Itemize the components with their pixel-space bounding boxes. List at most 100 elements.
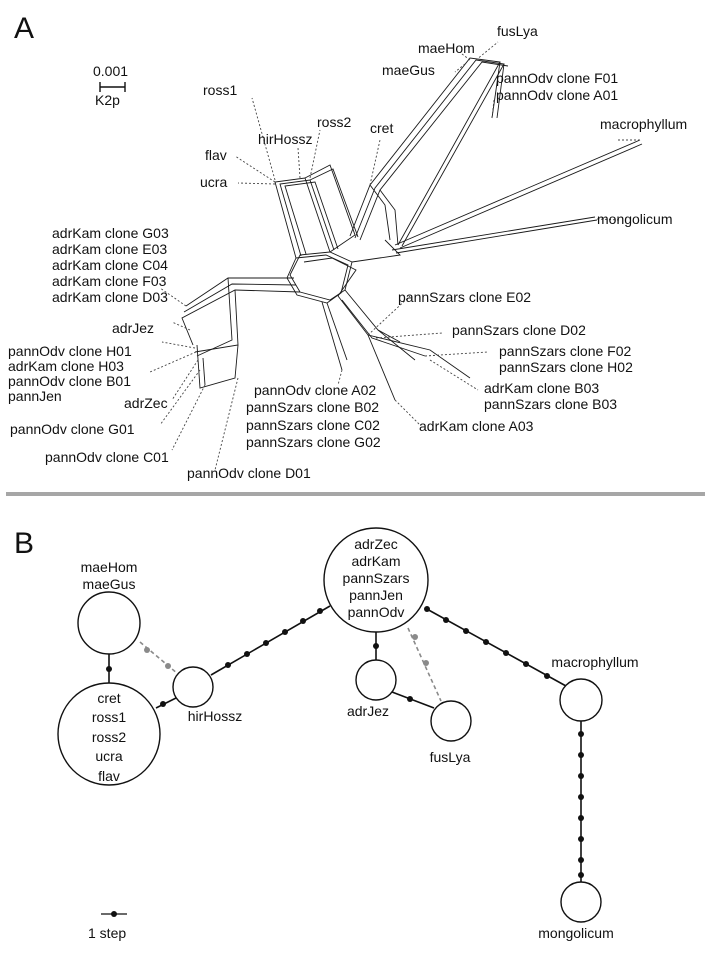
label-b-mongolicum: mongolicum	[538, 925, 613, 941]
step-dot	[544, 673, 550, 679]
label-adrjez: adrJez	[112, 320, 154, 336]
step-dot	[578, 752, 584, 758]
label-b-adrzec: adrZec	[354, 536, 398, 552]
label-pannjen: pannJen	[8, 388, 62, 404]
step-dot-uncertain	[412, 634, 418, 640]
panel-a: A 0.001 K2p	[8, 12, 687, 481]
label-maegus: maeGus	[382, 62, 435, 78]
scale-bar-value: 0.001	[93, 63, 128, 79]
step-dot-uncertain	[144, 647, 150, 653]
label-b-ross1: ross1	[92, 709, 126, 725]
edge-adrjez-fuslya	[391, 691, 435, 709]
step-dot	[106, 666, 112, 672]
step-dot	[443, 617, 449, 623]
label-adrkam-a03: adrKam clone A03	[419, 418, 534, 434]
node-cret-group	[57, 682, 161, 786]
label-pannszars-e02: pannSzars clone E02	[398, 289, 531, 305]
panel-a-letter: A	[14, 12, 34, 45]
node-central	[323, 527, 429, 633]
label-pannodv-a01: pannOdv clone A01	[496, 87, 618, 103]
mutation-steps	[106, 606, 584, 878]
label-b-cret: cret	[97, 690, 120, 706]
panel-a-labels: fusLya maeHom maeGus pannOdv clone F01 p…	[8, 23, 687, 481]
step-dot	[578, 857, 584, 863]
label-adrkam-f03: adrKam clone F03	[52, 273, 167, 289]
label-flav: flav	[205, 147, 227, 163]
label-ucra: ucra	[200, 174, 227, 190]
node-macrophyllum	[559, 678, 603, 722]
label-b-maehom: maeHom	[81, 559, 138, 575]
label-ross1: ross1	[203, 82, 237, 98]
step-dot	[523, 661, 529, 667]
label-b-flav: flav	[98, 768, 120, 784]
node-maehom-maegus	[77, 591, 141, 655]
step-dot-uncertain	[165, 663, 171, 669]
haplotype-nodes	[57, 527, 603, 923]
label-ross2: ross2	[317, 114, 351, 130]
step-dot	[503, 650, 509, 656]
edge-central-fuslya	[407, 627, 442, 702]
node-hirhossz	[172, 666, 214, 708]
label-hirhossz: hirHossz	[258, 131, 312, 147]
panel-divider	[6, 492, 705, 496]
node-adrjez	[355, 659, 397, 701]
haplotype-labels: maeHom maeGus cret ross1 ross2 ucra flav…	[81, 536, 639, 941]
step-dot	[578, 731, 584, 737]
label-adrkam-e03: adrKam clone E03	[52, 241, 167, 257]
label-b-maegus: maeGus	[83, 576, 136, 592]
label-b-adrjez: adrJez	[347, 703, 389, 719]
step-dot	[317, 608, 323, 614]
step-legend: 1 step	[88, 911, 127, 941]
step-dot	[373, 643, 379, 649]
edge-maehom-hirhossz	[139, 641, 179, 675]
label-pannodv-a02: pannOdv clone A02	[254, 382, 376, 398]
label-adrkam-d03: adrKam clone D03	[52, 289, 168, 305]
label-b-pannodv: pannOdv	[348, 604, 405, 620]
edge-hirhossz-central	[210, 605, 331, 676]
node-fuslya	[430, 700, 472, 742]
label-pannodv-g01: pannOdv clone G01	[10, 421, 135, 437]
label-adrzec: adrZec	[124, 395, 168, 411]
label-pannszars-g02: pannSzars clone G02	[246, 434, 381, 450]
step-dot	[282, 629, 288, 635]
scale-bar-line	[99, 82, 126, 92]
label-macrophyllum: macrophyllum	[600, 116, 687, 132]
panel-b-letter: B	[14, 527, 34, 560]
step-dot	[424, 606, 430, 612]
label-b-hirhossz: hirHossz	[188, 708, 242, 724]
haplotype-edges	[108, 605, 582, 882]
label-pannodv-h01: pannOdv clone H01	[8, 343, 132, 359]
step-legend-dot	[111, 911, 117, 917]
label-pannodv-f01: pannOdv clone F01	[496, 70, 618, 86]
scale-bar-unit: K2p	[95, 92, 120, 108]
label-adrkam-b03: adrKam clone B03	[484, 380, 599, 396]
label-pannszars-d02: pannSzars clone D02	[452, 322, 586, 338]
step-dot	[407, 696, 413, 702]
panel-b: B	[14, 527, 639, 941]
node-mongolicum	[560, 881, 602, 923]
step-dot	[244, 651, 250, 657]
edge-cret-hirhossz	[155, 697, 177, 709]
label-pannszars-h02: pannSzars clone H02	[499, 359, 633, 375]
label-b-pannszars: pannSzars	[343, 570, 410, 586]
step-dot	[578, 815, 584, 821]
label-pannszars-b02: pannSzars clone B02	[246, 399, 379, 415]
label-mongolicum: mongolicum	[597, 211, 672, 227]
step-dot	[160, 701, 166, 707]
label-b-macrophyllum: macrophyllum	[551, 654, 638, 670]
step-dot	[263, 640, 269, 646]
label-pannszars-c02: pannSzars clone C02	[246, 417, 380, 433]
label-b-ross2: ross2	[92, 729, 126, 745]
step-dot	[300, 618, 306, 624]
label-fuslya: fusLya	[497, 23, 538, 39]
label-b-pannjen: pannJen	[349, 587, 403, 603]
step-dot	[463, 628, 469, 634]
label-pannodv-b01: pannOdv clone B01	[8, 373, 131, 389]
step-dot	[578, 794, 584, 800]
label-b-ucra: ucra	[95, 748, 122, 764]
label-adrkam-g03: adrKam clone G03	[52, 225, 169, 241]
label-pannszars-b03: pannSzars clone B03	[484, 396, 617, 412]
label-leaders	[149, 41, 640, 471]
label-pannszars-f02: pannSzars clone F02	[499, 343, 632, 359]
